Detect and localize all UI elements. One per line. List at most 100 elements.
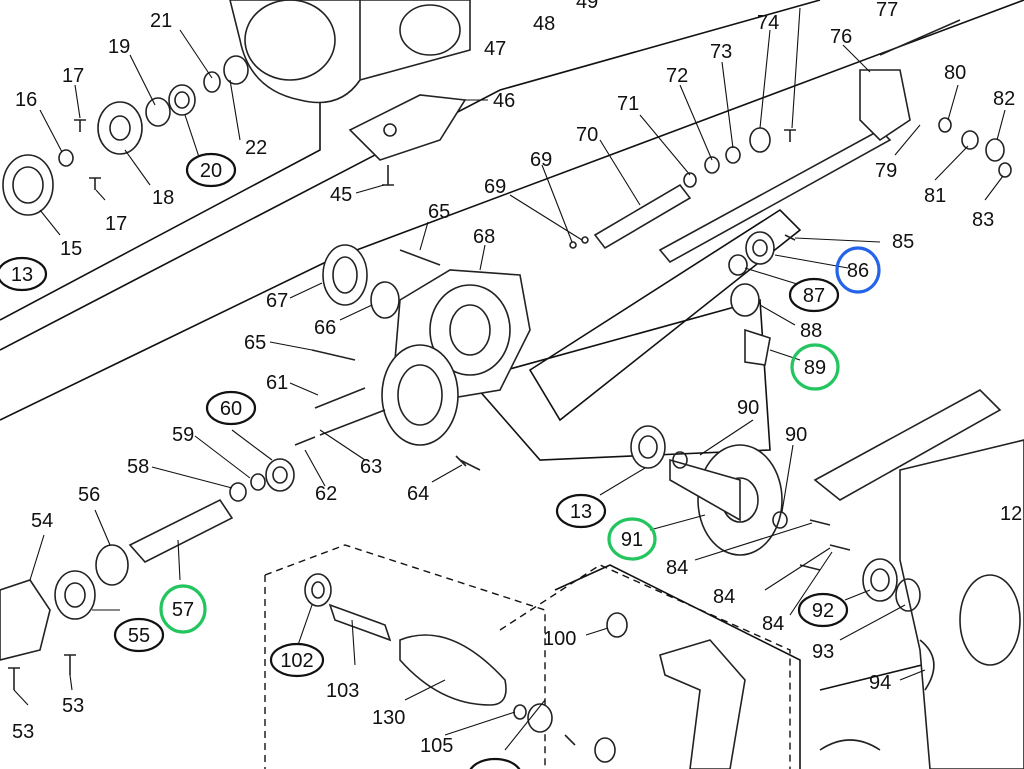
circled-label-bottom-partial bbox=[469, 757, 521, 769]
highlighted-label-86: 86 bbox=[835, 246, 881, 294]
label-71: 71 bbox=[617, 93, 639, 115]
label-81: 81 bbox=[924, 185, 946, 207]
svg-text:60: 60 bbox=[220, 398, 242, 420]
part-71-washer bbox=[683, 172, 697, 188]
part-92-bearing bbox=[862, 558, 898, 602]
part-45-screw bbox=[382, 165, 394, 186]
part-handle-screw bbox=[564, 734, 576, 746]
label-76: 76 bbox=[830, 26, 852, 48]
part-93-oring bbox=[895, 578, 921, 612]
part-17-screw-a bbox=[74, 119, 86, 132]
label-19: 19 bbox=[108, 36, 130, 58]
part-84-screw-a bbox=[809, 519, 831, 526]
label-58: 58 bbox=[127, 456, 149, 478]
part-66-oring bbox=[370, 281, 400, 319]
part-63-pin bbox=[319, 409, 386, 436]
label-17-top: 17 bbox=[62, 65, 84, 87]
part-59-washer bbox=[250, 473, 266, 491]
part-46-cover bbox=[348, 94, 467, 161]
label-53-left: 53 bbox=[12, 721, 34, 743]
label-54: 54 bbox=[31, 510, 53, 532]
part-22-collar bbox=[223, 55, 249, 85]
highlighted-label-89: 89 bbox=[790, 343, 840, 391]
label-83: 83 bbox=[972, 209, 994, 231]
box-knob-inner bbox=[554, 564, 801, 769]
body-right-housing bbox=[813, 389, 1024, 769]
circled-part-labels: 20 13 87 60 13 55 92 102 bbox=[0, 152, 849, 769]
part-13-bearing bbox=[630, 425, 666, 469]
body-housing-top bbox=[229, 0, 471, 104]
label-84-right: 84 bbox=[762, 613, 784, 635]
label-90-bottom: 90 bbox=[785, 424, 807, 446]
label-93: 93 bbox=[812, 641, 834, 663]
box-drive-group bbox=[468, 298, 771, 461]
part-15-nut bbox=[2, 154, 54, 216]
part-85-clip bbox=[784, 234, 796, 241]
label-53-right: 53 bbox=[62, 695, 84, 717]
label-62: 62 bbox=[315, 483, 337, 505]
part-89-pinion bbox=[744, 328, 771, 366]
part-100-washer bbox=[606, 612, 628, 638]
partial-label-48: 48 bbox=[533, 13, 555, 35]
part-103-shaft bbox=[328, 603, 392, 642]
part-handle-bearing bbox=[527, 703, 553, 733]
circled-label-13-center: 13 bbox=[555, 493, 607, 529]
circled-label-13-left: 13 bbox=[0, 256, 48, 292]
label-80: 80 bbox=[944, 62, 966, 84]
part-17-screw-b bbox=[89, 177, 101, 190]
part-130-knob bbox=[399, 634, 507, 706]
part-65-screw-a bbox=[399, 249, 441, 266]
label-61: 61 bbox=[266, 372, 288, 394]
svg-text:13: 13 bbox=[11, 264, 33, 286]
circled-label-87: 87 bbox=[788, 277, 840, 313]
part-53-screw-b bbox=[64, 654, 76, 675]
part-53-screw-a bbox=[8, 667, 20, 690]
label-84-mid: 84 bbox=[713, 586, 735, 608]
label-74: 74 bbox=[757, 12, 779, 34]
label-47: 47 bbox=[484, 38, 506, 60]
svg-text:89: 89 bbox=[804, 357, 826, 379]
part-79-main-shaft bbox=[658, 129, 892, 264]
svg-text:55: 55 bbox=[128, 625, 150, 647]
label-15: 15 bbox=[60, 238, 82, 260]
label-56: 56 bbox=[78, 484, 100, 506]
part-82-bushing bbox=[985, 138, 1005, 162]
label-94: 94 bbox=[869, 672, 891, 694]
label-84-left: 84 bbox=[666, 557, 688, 579]
svg-text:91: 91 bbox=[621, 529, 643, 551]
part-16-washer bbox=[58, 149, 74, 167]
label-46: 46 bbox=[493, 90, 515, 112]
label-70: 70 bbox=[576, 124, 598, 146]
label-77: 77 bbox=[876, 0, 898, 21]
svg-text:86: 86 bbox=[847, 260, 869, 282]
part-105-washer bbox=[513, 704, 527, 720]
label-130: 130 bbox=[372, 707, 405, 729]
label-22: 22 bbox=[245, 137, 267, 159]
part-65-screw-b bbox=[311, 349, 356, 361]
part-61-pin bbox=[314, 387, 366, 409]
part-83-washer bbox=[998, 162, 1012, 178]
label-105: 105 bbox=[420, 735, 453, 757]
part-60-bearing bbox=[265, 458, 295, 492]
label-65-top: 65 bbox=[428, 201, 450, 223]
part-84-screw-b bbox=[829, 544, 851, 551]
label-73: 73 bbox=[710, 41, 732, 63]
part-94-spring bbox=[919, 639, 935, 691]
label-85: 85 bbox=[892, 231, 914, 253]
label-67: 67 bbox=[266, 290, 288, 312]
label-69-bottom: 69 bbox=[484, 176, 506, 198]
leader-lines bbox=[13, 7, 1006, 751]
part-73-washer bbox=[725, 146, 741, 164]
svg-text:87: 87 bbox=[803, 285, 825, 307]
svg-text:20: 20 bbox=[200, 160, 222, 182]
part-87-bearing bbox=[728, 254, 748, 276]
part-handle-arm bbox=[659, 639, 746, 769]
part-55-bearing bbox=[54, 570, 96, 620]
label-45: 45 bbox=[330, 184, 352, 206]
svg-text:13: 13 bbox=[570, 501, 592, 523]
part-80-washer bbox=[938, 117, 952, 133]
circled-label-92: 92 bbox=[797, 592, 849, 628]
label-65-bottom: 65 bbox=[244, 332, 266, 354]
